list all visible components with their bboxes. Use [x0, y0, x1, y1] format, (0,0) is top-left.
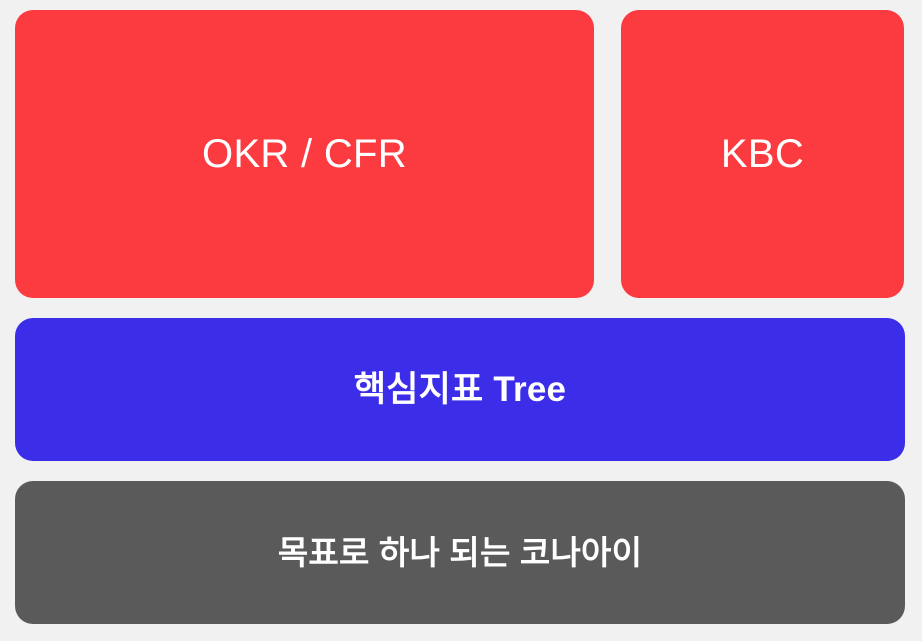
block-core-metric-tree[interactable]: 핵심지표 Tree [15, 318, 905, 461]
block-goal-statement[interactable]: 목표로 하나 되는 코나아이 [15, 481, 905, 624]
block-core-metric-tree-label: 핵심지표 Tree [353, 369, 567, 409]
block-okr-cfr[interactable]: OKR / CFR [15, 10, 594, 298]
block-goal-statement-label: 목표로 하나 되는 코나아이 [277, 533, 643, 571]
block-kbc-label: KBC [720, 132, 805, 176]
block-kbc[interactable]: KBC [621, 10, 904, 298]
block-okr-cfr-label: OKR / CFR [202, 132, 407, 176]
diagram-top-row: OKR / CFR KBC [15, 10, 905, 298]
